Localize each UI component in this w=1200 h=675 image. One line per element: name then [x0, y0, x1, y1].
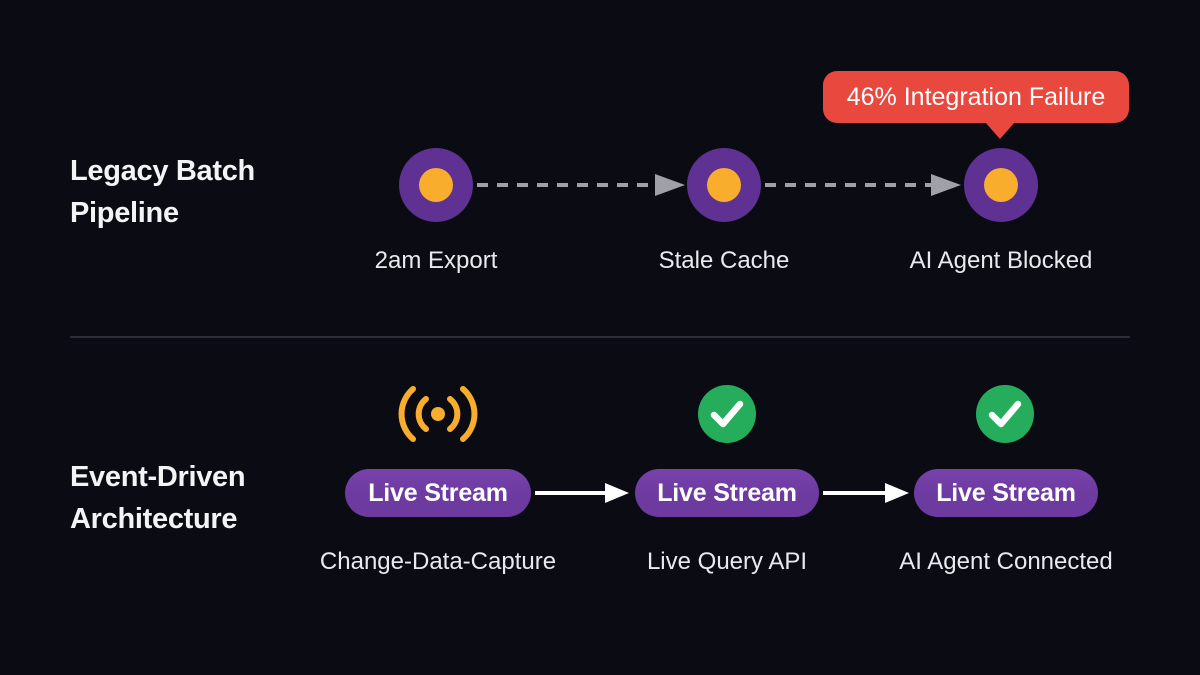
- legacy-title-line2: Pipeline: [70, 197, 179, 229]
- node-dot-icon: [707, 168, 741, 202]
- node-ai-agent-blocked: [964, 148, 1038, 222]
- pill-live-stream-1: Live Stream: [345, 469, 531, 517]
- pill-live-stream-2: Live Stream: [635, 469, 819, 517]
- node-dot-icon: [419, 168, 453, 202]
- pill-live-stream-3: Live Stream: [914, 469, 1098, 517]
- callout-tail: [985, 122, 1015, 139]
- label-change-data-capture: Change-Data-Capture: [319, 548, 557, 575]
- broadcast-icon: [398, 386, 478, 442]
- check-icon: [698, 385, 756, 443]
- dashed-arrow-icon: [477, 174, 685, 196]
- label-ai-agent-connected: AI Agent Connected: [899, 548, 1113, 575]
- section-divider: [70, 336, 1130, 338]
- event-title-line2: Architecture: [70, 503, 238, 535]
- label-stale-cache: Stale Cache: [658, 247, 790, 274]
- label-2am-export: 2am Export: [374, 247, 498, 274]
- event-title-line1: Event-Driven: [70, 461, 246, 493]
- node-dot-icon: [984, 168, 1018, 202]
- solid-arrow-icon: [823, 483, 909, 503]
- event-section-title: Event-Driven Architecture: [70, 456, 246, 540]
- node-stale-cache: [687, 148, 761, 222]
- check-icon: [976, 385, 1034, 443]
- label-ai-agent-blocked: AI Agent Blocked: [909, 247, 1093, 274]
- legacy-title-line1: Legacy Batch: [70, 155, 255, 187]
- dashed-arrow-icon: [765, 174, 961, 196]
- failure-callout-text: 46% Integration Failure: [846, 82, 1106, 111]
- failure-callout: 46% Integration Failure: [823, 71, 1129, 139]
- label-live-query-api: Live Query API: [646, 548, 808, 575]
- solid-arrow-icon: [535, 483, 629, 503]
- node-2am-export: [399, 148, 473, 222]
- legacy-section-title: Legacy Batch Pipeline: [70, 150, 255, 234]
